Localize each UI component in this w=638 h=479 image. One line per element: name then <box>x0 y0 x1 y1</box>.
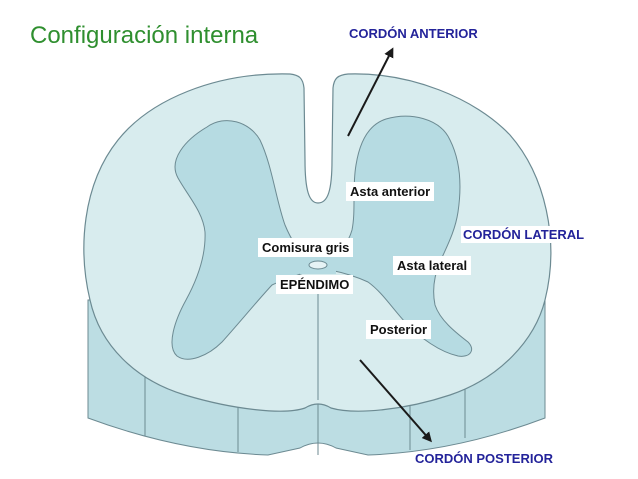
label-cordon-lateral: CORDÓN LATERAL <box>461 226 587 243</box>
gray-matter-right-horn <box>329 115 473 357</box>
arrow-cordon-posterior <box>359 359 432 443</box>
arrow-cordon-anterior <box>347 47 394 137</box>
label-cordon-posterior: CORDÓN POSTERIOR <box>415 451 553 466</box>
label-posterior: Posterior <box>366 320 432 339</box>
label-asta-anterior: Asta anterior <box>346 182 435 201</box>
gray-matter-left-horn <box>171 120 307 360</box>
label-asta-lateral: Asta lateral <box>393 256 472 275</box>
label-ependimo: EPÉNDIMO <box>276 275 354 294</box>
label-cordon-anterior: CORDÓN ANTERIOR <box>349 26 478 41</box>
central-canal <box>308 260 328 270</box>
label-comisura-gris: Comisura gris <box>258 238 354 257</box>
slide-title: Configuración interna <box>30 22 259 49</box>
